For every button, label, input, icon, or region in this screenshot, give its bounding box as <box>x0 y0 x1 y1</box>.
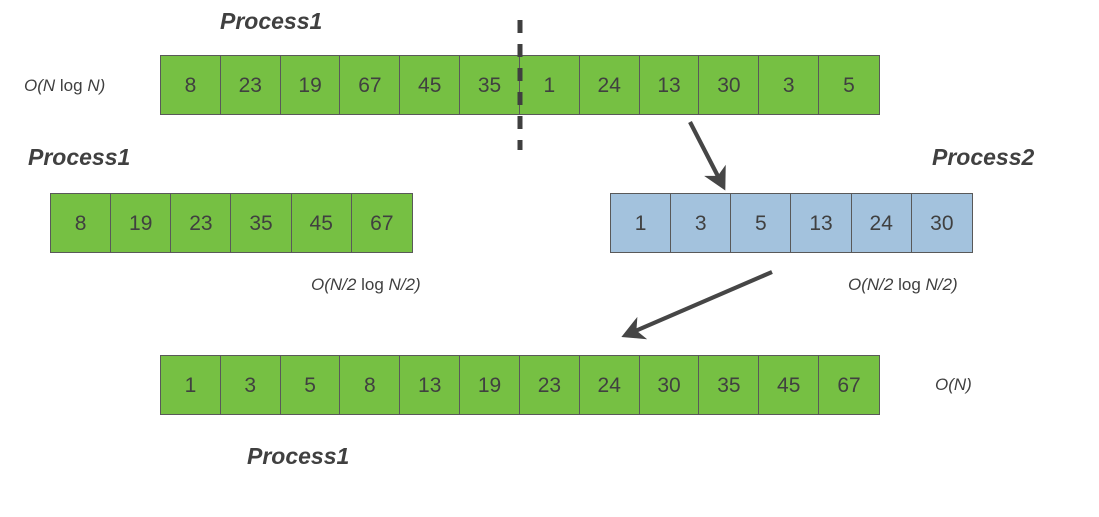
array-cell: 23 <box>220 56 281 114</box>
complexity-right-part-a: O( <box>848 275 867 294</box>
complexity-top-part-c: log <box>55 76 88 95</box>
array-cell: 45 <box>759 356 820 414</box>
complexity-label-right: O(N/2 log N/2) <box>848 275 958 295</box>
complexity-bottom-part-a: O( <box>935 375 954 394</box>
complexity-right-part-d: N/2 <box>925 275 952 294</box>
complexity-top-part-e: ) <box>99 76 106 95</box>
left-process-title: Process1 <box>28 144 131 170</box>
array-cell: 19 <box>460 356 520 414</box>
bottom-process-title: Process1 <box>247 443 350 469</box>
array-cell: 24 <box>579 56 640 114</box>
complexity-top-part-a: O( <box>24 76 43 95</box>
array-cell: 24 <box>851 194 912 252</box>
array-cell: 1 <box>519 56 580 114</box>
array-cell: 67 <box>819 356 879 414</box>
complexity-label-top: O(N log N) <box>24 76 105 96</box>
array-cell: 45 <box>291 194 352 252</box>
complexity-left-part-c: log <box>356 275 389 294</box>
array-cell: 13 <box>791 194 852 252</box>
complexity-right-part-c: log <box>893 275 926 294</box>
complexity-label-bottom: O(N) <box>935 375 972 395</box>
array-cell: 3 <box>759 56 820 114</box>
array-cell: 8 <box>161 56 221 114</box>
array-cell: 30 <box>699 56 760 114</box>
array-cell: 35 <box>231 194 292 252</box>
complexity-bottom-part-b: N <box>953 375 967 394</box>
array-cell: 23 <box>171 194 232 252</box>
array-cell: 30 <box>911 194 972 252</box>
complexity-right-part-b: N/2 <box>866 275 894 294</box>
complexity-left-part-e: ) <box>414 275 421 294</box>
array-cell: 8 <box>51 194 112 252</box>
array-cell: 67 <box>351 194 412 252</box>
array-cell: 30 <box>639 356 700 414</box>
array-cell: 5 <box>280 356 341 414</box>
top-process-title: Process1 <box>220 8 323 34</box>
array-cell: 13 <box>639 56 700 114</box>
array-cell: 35 <box>699 356 760 414</box>
array-cell: 3 <box>220 356 281 414</box>
complexity-top-part-b: N <box>42 76 56 95</box>
array-cell: 19 <box>111 194 172 252</box>
array-cell: 3 <box>671 194 732 252</box>
complexity-left-part-a: O( <box>311 275 330 294</box>
array-cell: 5 <box>731 194 792 252</box>
array-cell: 19 <box>280 56 341 114</box>
array-cell: 1 <box>161 356 221 414</box>
complexity-bottom-part-e: ) <box>966 375 972 394</box>
complexity-top-part-d: N <box>87 76 100 95</box>
array-cell: 23 <box>519 356 580 414</box>
array-cell: 35 <box>460 56 520 114</box>
split-arrow <box>688 121 726 191</box>
complexity-left-part-b: N/2 <box>329 275 357 294</box>
array-cell: 1 <box>611 194 672 252</box>
array-cell: 45 <box>400 56 461 114</box>
merge-arrow <box>621 270 773 340</box>
complexity-label-left: O(N/2 log N/2) <box>311 275 421 295</box>
right-process-title: Process2 <box>932 144 1035 170</box>
array-cell: 8 <box>340 356 401 414</box>
complexity-right-part-e: ) <box>951 275 958 294</box>
array-cell: 67 <box>340 56 401 114</box>
complexity-left-part-d: N/2 <box>388 275 415 294</box>
array-cell: 24 <box>579 356 640 414</box>
array-cell: 5 <box>819 56 879 114</box>
array-cell: 13 <box>400 356 461 414</box>
